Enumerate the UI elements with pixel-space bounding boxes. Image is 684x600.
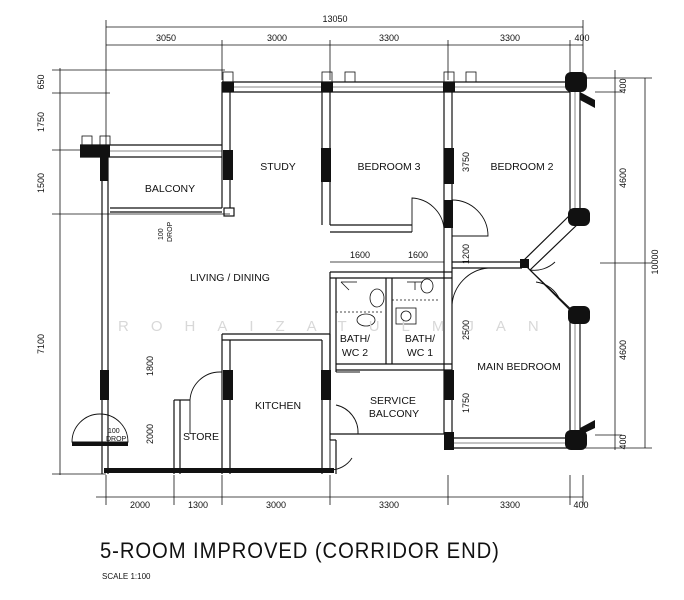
drop-value-entrance: 100 bbox=[108, 428, 120, 435]
room-bedroom-3: BEDROOM 3 bbox=[357, 161, 420, 173]
room-bath-1-line2: WC 1 bbox=[407, 347, 433, 359]
drop-label-balcony: DROP bbox=[167, 221, 174, 242]
dim-v-1750: 1750 bbox=[461, 393, 471, 413]
room-main-bedroom: MAIN BEDROOM bbox=[477, 361, 560, 373]
dim-right-total: 10000 bbox=[650, 249, 660, 274]
dim-v-3750: 3750 bbox=[461, 152, 471, 172]
room-bath-2-line1: BATH/ bbox=[340, 333, 370, 345]
dim-bottom-3: 3000 bbox=[266, 500, 286, 510]
room-bath-2-line2: WC 2 bbox=[342, 347, 368, 359]
room-study: STUDY bbox=[260, 161, 296, 173]
plan-scale: SCALE 1:100 bbox=[102, 572, 151, 581]
dim-top-1: 3050 bbox=[156, 33, 176, 43]
watermark: ROHAIZATULMJAN bbox=[118, 318, 561, 335]
drop-value-balcony: 100 bbox=[158, 228, 165, 240]
room-bedroom-2: BEDROOM 2 bbox=[490, 161, 553, 173]
dim-right-2: 4600 bbox=[618, 168, 628, 188]
dim-left-3: 1500 bbox=[36, 173, 46, 193]
room-living-dining: LIVING / DINING bbox=[190, 272, 270, 284]
dim-top-total: 13050 bbox=[322, 14, 347, 24]
dim-bath-width-2: 1600 bbox=[408, 250, 428, 260]
room-service-balcony-line1: SERVICE bbox=[370, 395, 416, 407]
dim-v-2500: 2500 bbox=[461, 320, 471, 340]
structural-columns bbox=[72, 72, 595, 473]
dim-left-1: 650 bbox=[36, 74, 46, 89]
room-kitchen: KITCHEN bbox=[255, 400, 301, 412]
dim-bottom-6: 400 bbox=[573, 500, 588, 510]
plan-title: 5-ROOM IMPROVED (CORRIDOR END) bbox=[100, 538, 500, 563]
drop-label-entrance: DROP bbox=[106, 436, 127, 443]
room-bath-1-line1: BATH/ bbox=[405, 333, 435, 345]
dim-bath-width-1: 1600 bbox=[350, 250, 370, 260]
dim-right-3: 4600 bbox=[618, 340, 628, 360]
dim-right-4: 400 bbox=[618, 434, 628, 449]
room-store: STORE bbox=[183, 431, 219, 443]
dim-left-4: 7100 bbox=[36, 334, 46, 354]
dim-top-5: 400 bbox=[574, 33, 589, 43]
dim-top-2: 3000 bbox=[267, 33, 287, 43]
room-balcony: BALCONY bbox=[145, 183, 195, 195]
dim-bottom-5: 3300 bbox=[500, 500, 520, 510]
dim-top-4: 3300 bbox=[500, 33, 520, 43]
dim-store-2000: 2000 bbox=[145, 424, 155, 444]
dim-left-2: 1750 bbox=[36, 112, 46, 132]
dim-bottom-4: 3300 bbox=[379, 500, 399, 510]
dim-right-1: 400 bbox=[618, 78, 628, 93]
dim-v-1200: 1200 bbox=[461, 244, 471, 264]
dim-bottom-1: 2000 bbox=[130, 500, 150, 510]
room-service-balcony-line2: BALCONY bbox=[369, 408, 419, 420]
dim-bottom-2: 1300 bbox=[188, 500, 208, 510]
dim-store-1800: 1800 bbox=[145, 356, 155, 376]
dim-top-3: 3300 bbox=[379, 33, 399, 43]
